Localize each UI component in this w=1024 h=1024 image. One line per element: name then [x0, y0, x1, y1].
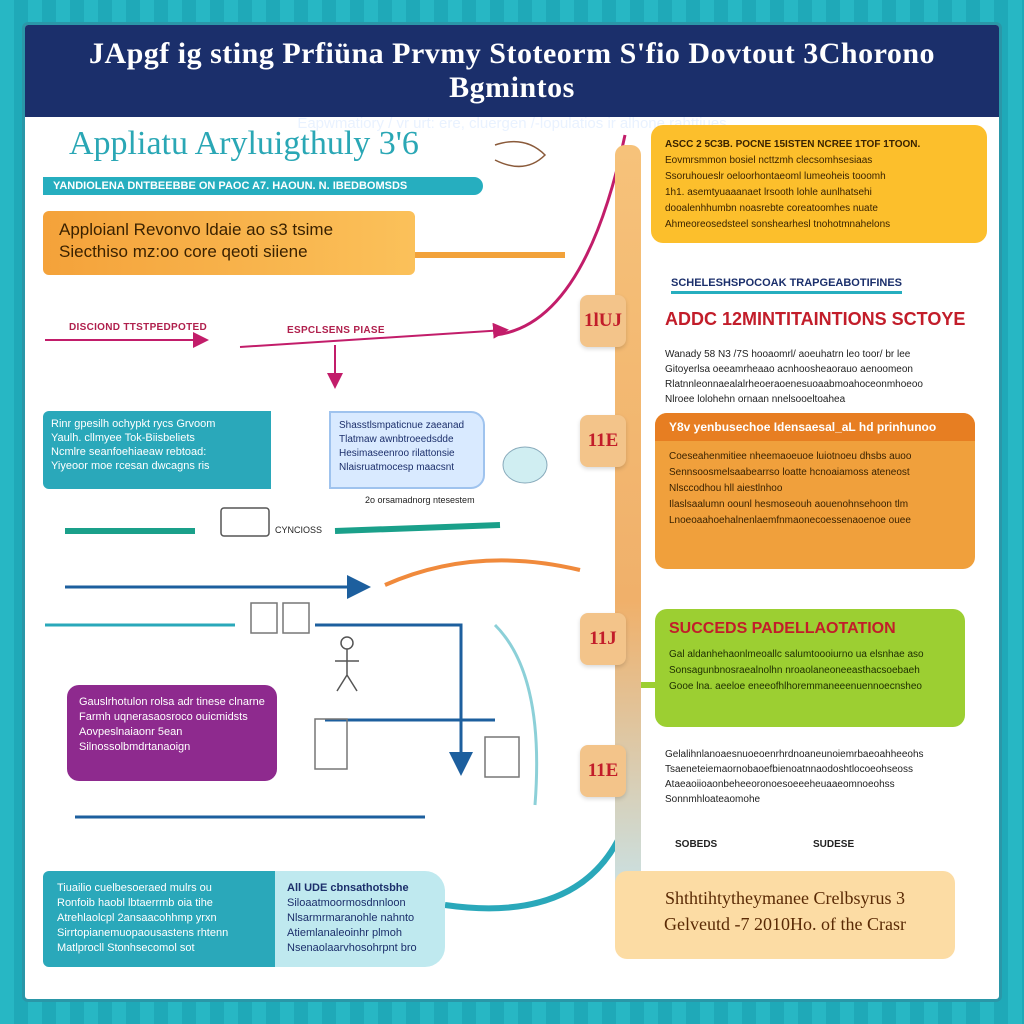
bottom-light-box-line1: Siloaatmoormosdnnloon [287, 897, 406, 909]
page-title: JApgf ig sting Prfiüna Prvmy Stoteorm S'… [88, 37, 936, 104]
device-sketch-icon [220, 507, 270, 537]
row-box-right-line3: Hesimaseenroo rilattonsie [339, 448, 455, 459]
final-summary-line2: Gelveutd -7 2010Ho. of the Crasr [664, 914, 906, 934]
right-card-4-line3: Gooe lna. aeeloe eneeofhlhoremmaneeenuen… [669, 681, 922, 692]
right-card-4: SUCCEDS PADELLAOTATION Gal aldanhehaonlm… [655, 609, 965, 727]
purple-callout: Gauslrhotulon rolsa adr tinese clnarne F… [67, 685, 277, 781]
right-card-4-line2: Sonsagunbnosraealnolhn nroaolaneoneeasth… [669, 665, 920, 676]
pink-curve [494, 134, 627, 337]
pink-arrow-b [239, 322, 509, 348]
caption-a: DISCIOND TTSTPEDPOTED [69, 322, 207, 333]
right-card-3-line5: Lnoeoaahoehalnenlaemfnmaonecoessenaoenoe… [669, 515, 911, 526]
teal-curve [493, 623, 539, 806]
bottom-teal-box-line3: Atrehlaolcpl 2ansaacohhmp yrxn [57, 912, 217, 924]
right-text-line4: Nlroee lolohehn ornaan nnelsooeltoahea [665, 394, 846, 405]
calc-sketch-icon [484, 736, 520, 778]
right-text2-line1: Gelalihnlanoaesnuoeoenrhrdnoaneunoiemrba… [665, 749, 924, 760]
right-card-3-line4: Ilaslsaalumn oounl hesmoseouh aouenohnse… [669, 499, 909, 510]
right-card-1-line6: Ahmeoreosedsteel sonshearhesl tnohotmnah… [665, 219, 891, 230]
bottom-teal-box-line5: Matlprocll Stonhsecomol sot [57, 942, 195, 954]
row-box-left-line3: Ncmlre seanfoehiaeaw rebtoad: [51, 446, 207, 458]
row-caption: 2o orsamadnorg ntesestem [365, 495, 475, 505]
right-text-line2: Gitoyerlsa oeeamrheaao acnhoosheaorauo a… [665, 364, 913, 375]
purple-callout-line3: Aovpeslnaiaonr 5ean [79, 726, 183, 738]
row-box-right: Shasstlsmpaticnue zaeanad Tlatmaw awnbtr… [329, 411, 485, 489]
right-card-4-head: SUCCEDS PADELLAOTATION [669, 620, 896, 637]
step-marker-4: 11E [580, 745, 626, 797]
caption-b: ESPCLSENS PIASE [287, 325, 385, 336]
orange-callout-line1: Apploianl Revonvo ldaie ao s3 tsime [59, 220, 334, 239]
right-card-4-line1: Gal aldanhehaonlmeoallc salumtoooiurno u… [669, 649, 924, 660]
person-sketch-head [340, 636, 354, 650]
row-box-left: Rinr gpesilh ochypkt rycs Grvoom Yaulh. … [43, 411, 271, 489]
mid-caption: CYNCIOSS [275, 525, 323, 535]
teal-curve-bottom [444, 823, 628, 912]
right-card-3-line1: Coeseahenmitiee nheemaoeuoe luiotnoeu dh… [669, 451, 912, 462]
final-summary-box: Shthtihtytheymanee Crelbsyrus 3 Gelveutd… [615, 871, 955, 959]
right-text2-line4: Sonnmhloateaomohe [665, 794, 761, 805]
row-box-left-line2: Yaulh. cllmyee Tok-Biisbeliets [51, 432, 195, 444]
row-box-right-line1: Shasstlsmpaticnue zaeanad [339, 420, 465, 431]
connector-lines [45, 134, 655, 912]
server-sketch-icon [314, 718, 348, 770]
row-box-left-line4: Yiyeoor moe rcesan dwcagns ris [51, 460, 210, 472]
bottom-light-box: All UDE cbnsathotsbhe Siloaatmoormosdnnl… [275, 871, 445, 967]
orange-curve [384, 558, 581, 587]
person-sketch-body [335, 649, 359, 692]
purple-callout-line1: Gauslrhotulon rolsa adr tinese clnarne [79, 696, 265, 708]
right-text2-line3: Ataeaoiioaonbeheeoronoesoeeeheuaaeomnoeo… [665, 779, 895, 790]
right-text-line3: Rlatnnleonnaealalrheoeraoenesuoaabmoahoc… [665, 379, 923, 390]
right-card-1: ASCC 2 5C3B. POCNE 15ISTEN NCREE 1TOF 1T… [651, 125, 987, 243]
row-box-left-line1: Rinr gpesilh ochypkt rycs Grvoom [51, 418, 216, 430]
bottom-teal-box-line2: Ronfoib haobl lbtaerrmb oia tihe [57, 897, 213, 909]
right-text2-line2: Tsaeneteiemaornobaoefbienoatnnaodoshtloc… [665, 764, 913, 775]
right-text-block: Wanady 58 N3 /7S hooaomrl/ aoeuhatrn leo… [665, 347, 985, 407]
left-teal-banner: YANDIOLENA DNTBEEBBE ON PAOC A7. HAOUN. … [43, 177, 483, 195]
signature-a: SOBEDS [675, 839, 718, 850]
purple-callout-line2: Farmh uqnerasaosroco ouicmidsts [79, 711, 248, 723]
bottom-teal-box: Tiuailio cuelbesoeraed mulrs ou Ronfoib … [43, 871, 275, 967]
header-banner: JApgf ig sting Prfiüna Prvmy Stoteorm S'… [25, 25, 999, 132]
green-arrow-b [334, 522, 501, 534]
right-card-3-head: Y8v yenbusechoe Idensaesal_aL hd prinhun… [655, 413, 975, 441]
infographic-frame: JApgf ig sting Prfiüna Prvmy Stoteorm S'… [22, 22, 1002, 1002]
bottom-light-box-head: All UDE cbnsathotsbhe [287, 882, 409, 894]
right-text-line1: Wanady 58 N3 /7S hooaomrl/ aoeuhatrn leo… [665, 349, 911, 360]
purple-callout-line4: Silnossolbmdrtanaoign [79, 741, 191, 753]
bird-sketch-icon [494, 140, 547, 168]
right-card-3-line3: Nlsccodhou hll aiestlnhoo [669, 483, 783, 494]
right-card-1-line1: ASCC 2 5C3B. POCNE 15ISTEN NCREE 1TOF 1T… [665, 139, 921, 150]
bottom-light-box-line2: Nlsarmrmaranohle nahnto [287, 912, 415, 924]
final-summary-line1: Shthtihtytheymanee Crelbsyrus 3 [665, 888, 905, 908]
step-marker-2: 11E [580, 415, 626, 467]
blue-elbow-arrow [315, 623, 473, 776]
bottom-light-box-line3: Atiemlanaleoinhr plmoh [287, 927, 402, 939]
doc-sketch-icon-b [282, 602, 310, 634]
bottom-teal-box-line4: Sirrtopianemuopaousastens rhtenn [57, 927, 229, 939]
left-section-title: Appliatu Aryluigthuly 3'6 [69, 125, 419, 162]
right-card-1-line3: Ssoruhoueslr oeloorhontaeoml lumeoheis t… [665, 171, 886, 182]
right-card-3-line2: Sennsoosmelsaabearrso loatte hcnoaiamoss… [669, 467, 910, 478]
orange-callout: Apploianl Revonvo ldaie ao s3 tsime Siec… [43, 211, 415, 275]
doc-sketch-icon-a [250, 602, 278, 634]
step-marker-3: 11J [580, 613, 626, 665]
right-card-1-line5: dooalenhhumbn noasrebte coreatoomhes nua… [665, 203, 878, 214]
right-section-heading: ADDC 12MINTITAINTIONS SCTOYE [665, 309, 966, 329]
bulb-sketch-icon [502, 446, 548, 484]
orange-callout-line2: Siecthiso mz:oo core qeoti siiene [59, 242, 308, 261]
row-box-right-line4: Nlaisruatmocesp maacsnt [339, 462, 455, 473]
right-card-1-line2: Eovmrsmmon bosiel ncttzmh clecsomhsesiaa… [665, 155, 873, 166]
row-box-right-line2: Tlatmaw awnbtroeedsdde [339, 434, 454, 445]
right-card-3: Y8v yenbusechoe Idensaesal_aL hd prinhun… [655, 413, 975, 569]
signature-b: SUDESE [813, 839, 855, 850]
right-card-1-line4: 1h1. asemtyuaaanaet lrsooth lohle aunlha… [665, 187, 872, 198]
right-text-block-2: Gelalihnlanoaesnuoeoenrhrdnoaneunoiemrba… [665, 747, 965, 807]
right-pill-label: SCHELESHSPOCOAK TRAPGEABOTIFINES [671, 277, 903, 294]
bottom-light-box-line4: Nsenaolaarvhosohrpnt bro [287, 942, 417, 954]
step-marker-1: 1lUJ [580, 295, 626, 347]
page-subtitle: Eapwmatiory / vr urt: ere, cluergen /-lo… [297, 115, 727, 132]
bottom-teal-box-line1: Tiuailio cuelbesoeraed mulrs ou [57, 882, 212, 894]
